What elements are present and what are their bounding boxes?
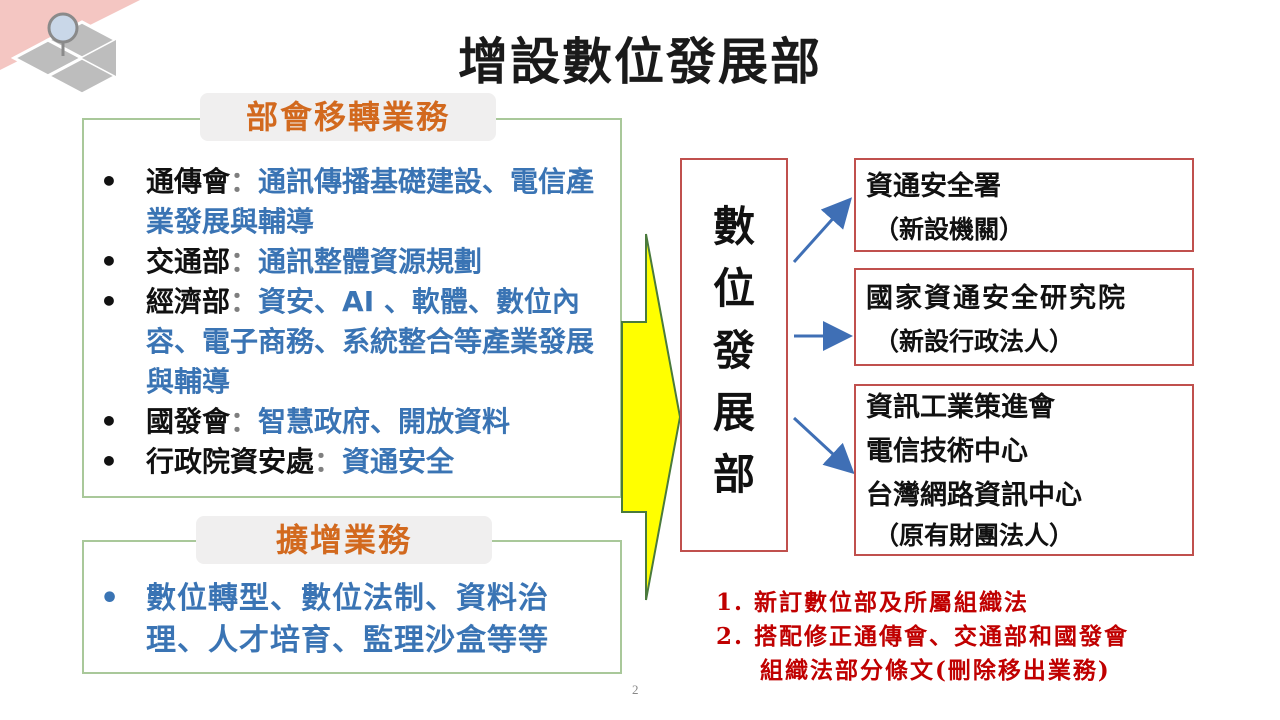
expand-item: 數位轉型、數位法制、資料治理、人才培育、監理沙盒等等 [100, 578, 610, 662]
yellow-arrow-icon [621, 233, 682, 601]
expand-label: 擴增業務 [196, 516, 492, 564]
transfer-item: 通傳會：通訊傳播基礎建設、電信產業發展與輔導 [100, 162, 610, 242]
agency-box-institute: 國家資通安全研究院 （新設行政法人） [854, 268, 1194, 366]
notes: 1. 新訂數位部及所屬組織法 2. 搭配修正通傳會、交通部和國發會 組織法部分條… [716, 589, 1130, 684]
ministry-box: 數 位 發 展 部 [680, 158, 788, 552]
expand-list: 數位轉型、數位法制、資料治理、人才培育、監理沙盒等等 [100, 578, 610, 662]
agency-box-security: 資通安全署 （新設機關） [854, 158, 1194, 252]
transfer-item: 國發會：智慧政府、開放資料 [100, 402, 610, 442]
transfer-list: 通傳會：通訊傳播基礎建設、電信產業發展與輔導 交通部：通訊整體資源規劃 經濟部：… [100, 162, 610, 482]
branch-arrows-icon [792, 197, 855, 475]
page-number: 2 [632, 682, 639, 697]
agency-box-foundations: 資訊工業策進會 電信技術中心 台灣網路資訊中心 （原有財團法人） [854, 384, 1194, 556]
transfer-item: 經濟部：資安、AI 、軟體、數位內容、電子商務、系統整合等產業發展與輔導 [100, 282, 610, 402]
ministry-name: 數 位 發 展 部 [712, 202, 755, 499]
transfer-item: 行政院資安處：資通安全 [100, 442, 610, 482]
transfer-item: 交通部：通訊整體資源規劃 [100, 242, 610, 282]
page-title: 增設數位發展部 [458, 33, 822, 91]
transfer-label: 部會移轉業務 [200, 93, 496, 141]
corner-logo-icon [0, 0, 140, 96]
